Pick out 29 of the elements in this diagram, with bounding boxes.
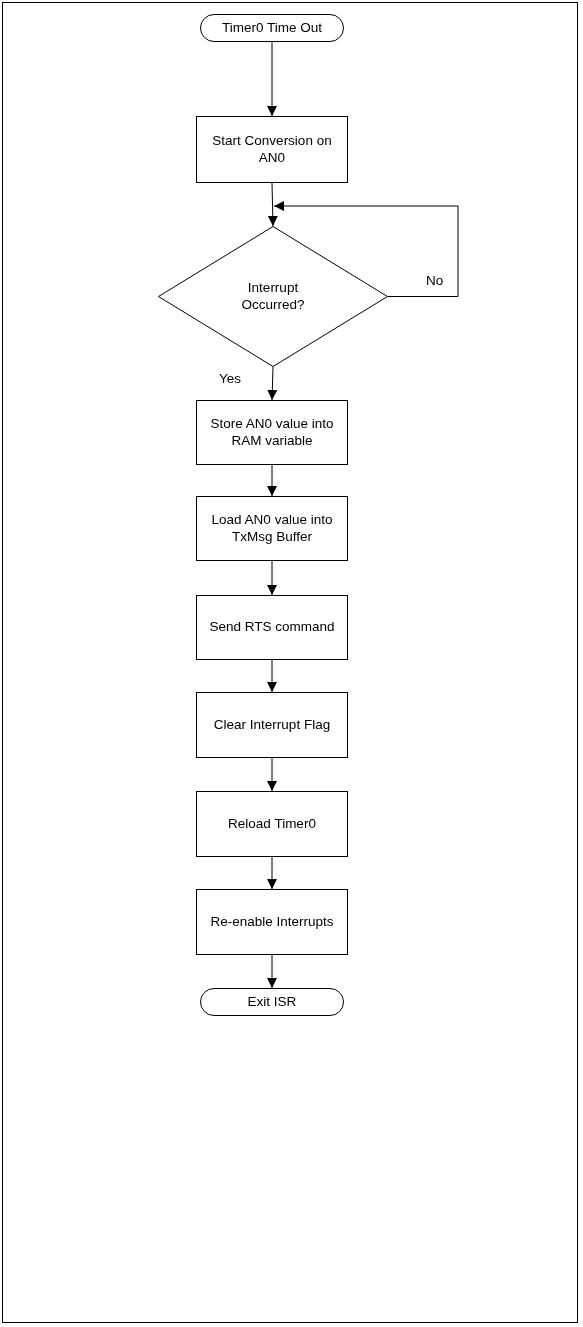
arrow [267, 41, 277, 117]
node-text: Timer0 Time Out [222, 19, 322, 37]
arrow [267, 757, 277, 792]
node-text: Exit ISR [247, 993, 297, 1011]
node-text: Interrupt Occurred? [240, 280, 306, 313]
node-text: Send RTS command [209, 619, 335, 636]
decision-diamond [158, 226, 388, 367]
arrow [267, 560, 277, 596]
process-box [196, 496, 348, 561]
node-text: Re-enable Interrupts [210, 913, 334, 931]
process-box [196, 595, 348, 660]
process-box [196, 400, 348, 465]
arrow [273, 201, 459, 297]
node-text: Clear Interrupt Flag [213, 716, 331, 734]
node-text: Load AN0 value into TxMsg Buffer [210, 512, 334, 545]
node-text: Store AN0 value into RAM variable [209, 416, 335, 449]
node-text: Reload Timer0 [228, 815, 316, 833]
arrow [267, 464, 277, 497]
arrow [267, 954, 277, 989]
process-box [196, 791, 348, 857]
process-box [196, 116, 348, 183]
process-box [196, 692, 348, 758]
arrow [267, 659, 277, 693]
arrow [267, 366, 278, 401]
arrow [267, 856, 277, 890]
edge-label: Yes [217, 371, 244, 386]
process-box [196, 889, 348, 955]
node-text: Start Conversion on AN0 [211, 133, 333, 166]
arrow [267, 182, 278, 227]
